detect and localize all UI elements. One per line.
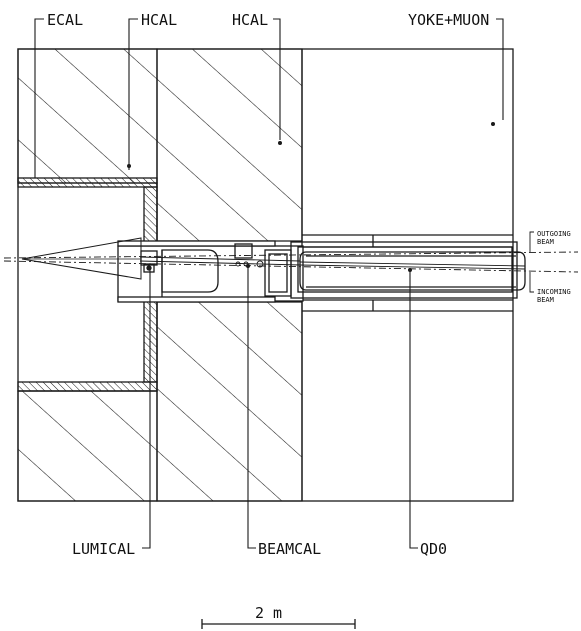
beam-labels: OUTGOING BEAM INCOMING BEAM [537,230,571,304]
label-outgoing-1: OUTGOING [537,230,571,238]
label-qd0: QD0 [420,540,447,558]
lumical-cone [21,237,158,280]
scale-bar: 2 m [201,604,356,629]
label-beamcal: BEAMCAL [258,540,321,558]
label-leaders [34,18,504,549]
region-marker-dots [127,122,495,272]
label-lumical: LUMICAL [72,540,135,558]
qd0-magnet [290,241,526,299]
label-hcal-outer: HCAL [232,11,268,29]
top-labels: ECAL HCAL HCAL YOKE+MUON [47,11,489,29]
beam-brackets [529,231,534,293]
label-incoming-1: INCOMING [537,288,571,296]
detector-body [3,18,579,549]
beam-pipe [139,256,526,270]
beam-axis-lines [3,251,579,273]
yoke-muon-region [301,49,513,501]
label-ecal: ECAL [47,11,83,29]
label-outgoing-2: BEAM [537,238,554,246]
label-incoming-2: BEAM [537,296,554,304]
label-hcal-inner: HCAL [141,11,177,29]
ecal-region [17,48,158,502]
bottom-labels: LUMICAL BEAMCAL QD0 [72,540,447,558]
scale-bar-label: 2 m [255,604,282,622]
label-yoke-muon: YOKE+MUON [408,11,489,29]
